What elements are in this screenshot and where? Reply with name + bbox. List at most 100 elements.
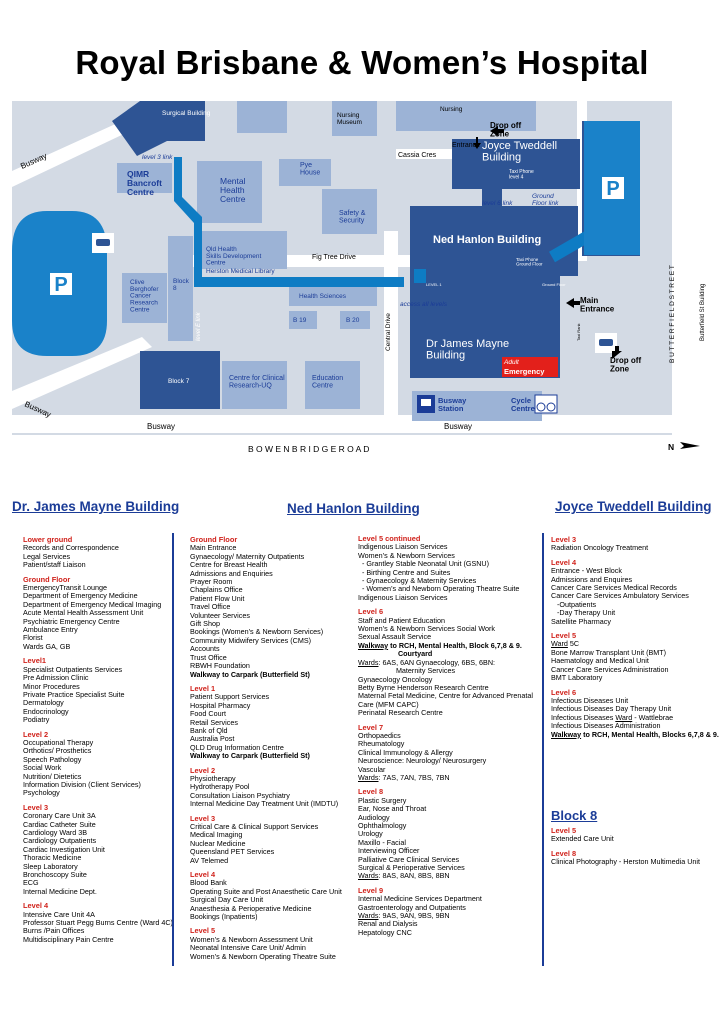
bicycle-icon-wheel-b (546, 402, 556, 412)
label-line: Centre (206, 260, 226, 267)
directory-entry: Ambulance Entry (23, 625, 78, 635)
bicycle-icon (534, 394, 558, 414)
label-entrance: Entrance (452, 142, 480, 149)
level-heading: Level1 (23, 656, 47, 666)
directory-entry: Gift Shop (190, 619, 220, 629)
directory-entry: Accounts (190, 644, 220, 654)
bowen-bridge-road (12, 435, 712, 457)
directory-entry: Patient Flow Unit (190, 593, 245, 603)
label-line: 8 (173, 285, 177, 292)
directory-entry: Internal Medicine Services Department (358, 894, 482, 904)
directory-entry: Courtyard (358, 649, 433, 659)
directory-entry: Queensland PET Services (190, 847, 275, 857)
level-heading: Level 7 (358, 722, 384, 732)
directory-entry: Community Midwifery Services (CMS) (190, 635, 312, 645)
directory-entry: Gynaecology Oncology (358, 674, 433, 684)
directory-entry: QLD Drug Information Centre (190, 742, 284, 752)
level-heading: Ground Floor (190, 535, 238, 544)
directory-entry: Staff and Patient Education (358, 615, 445, 625)
section-title-joyce-tweddell: Joyce Tweddell Building (555, 499, 712, 514)
directory-entry: Rheumatology (358, 739, 405, 749)
directory-entry: Travel Office (190, 602, 231, 612)
directory-entry: Bookings (Inpatients) (190, 912, 258, 922)
butterfield-street (672, 101, 712, 457)
label-busway-bottom-2: Busway (444, 422, 472, 431)
label-access: access all levels (400, 301, 448, 308)
directory-entry: Physiotherapy (190, 773, 236, 783)
directory-entry: Occupational Therapy (23, 737, 94, 747)
label-central-drive: Central Drive (385, 313, 392, 351)
level-heading: Level 4 (23, 901, 49, 911)
underlined-word: Walkway (551, 729, 582, 739)
directory-entry: Patient/staff Liaison (23, 560, 86, 570)
directory-entry: Women’s & Newborn Operating Theatre Suit… (190, 951, 336, 961)
label-line: Station (438, 404, 464, 413)
directory-entry: Nuclear Medicine (190, 838, 246, 848)
directory-entry: Orthopaedics (358, 730, 401, 740)
directory-entry: -Day Therapy Unit (551, 608, 616, 618)
walkway-connector (414, 269, 426, 283)
directory-entry: Cancer Care Services Medical Records (551, 583, 677, 593)
level-heading: Level 4 (190, 870, 216, 880)
directory-entry: Women’s & Newborn Services Social Work (358, 624, 496, 634)
directory-entry: Blood Bank (190, 878, 227, 888)
directory-entry: Food Court (190, 709, 226, 719)
directory-entry: Cancer Care Services Ambulatory Services (551, 591, 689, 601)
directory-entry: Legal Services (23, 551, 71, 561)
label-line: Building (482, 152, 521, 164)
directory-entry: Main Entrance (190, 543, 237, 553)
directory-entry: - Women’s and Newborn Operating Theatre … (358, 584, 520, 594)
label-line: Ground (532, 193, 554, 200)
directory-entry: Hospital Pharmacy (190, 700, 251, 710)
directory-entry: Critical Care & Clinical Support Service… (190, 822, 319, 831)
label-taxi-rank: Taxi Rank (576, 323, 581, 341)
label-busway-bottom: Busway (147, 422, 175, 431)
directory-entry: Nutrition/ Dietetics (23, 771, 82, 781)
page-title: Royal Brisbane & Women’s Hospital (75, 44, 649, 81)
directory-entry: Speech Pathology (23, 754, 82, 764)
directory-entry: Operating Suite and Post Anaesthetic Car… (190, 886, 342, 896)
directory-entry: Gynaecology/ Maternity Outpatients (190, 551, 305, 561)
main-entrance-arrow-icon (566, 298, 580, 308)
parking-sign-west (50, 273, 72, 295)
label-surgical: Surgical Building (162, 110, 211, 117)
taxi-icon-car (96, 239, 110, 246)
directory-entry: Intensive Care Unit 4A (23, 909, 95, 919)
directory-entry: Retail Services (190, 717, 238, 727)
level-heading: Level 3 (551, 535, 577, 544)
label-level3: level 3 link (142, 154, 173, 161)
directory-entry: Bronchoscopy Suite (23, 870, 87, 880)
directory-entry: Infectious Diseases Day Therapy Unit (551, 704, 672, 714)
directory-entry: Sleep Laboratory (23, 861, 78, 871)
directory-entry: Ophthalmology (358, 821, 407, 830)
divider (172, 533, 174, 966)
label-figtree: Fig Tree Drive (312, 254, 356, 261)
level-heading: Level 5 (190, 926, 216, 936)
label-line: Health (220, 185, 245, 195)
directory-entry: Bookings (Women’s & Newborn Services) (190, 627, 324, 637)
directory-entry: Internal Medicine Dept. (23, 886, 97, 896)
label-line: Entrance (580, 304, 615, 313)
directory-entry: Haematology and Medical Unit (551, 656, 649, 666)
directory-entry: Endocrinology (23, 706, 69, 716)
light-buildings (117, 101, 542, 421)
level-heading: Level 2 (23, 729, 49, 739)
label-ned: Ned Hanlon Building (433, 234, 541, 246)
entrance-arrow-icon (473, 137, 481, 149)
directory-entry: Thoracic Medicine (23, 853, 82, 863)
